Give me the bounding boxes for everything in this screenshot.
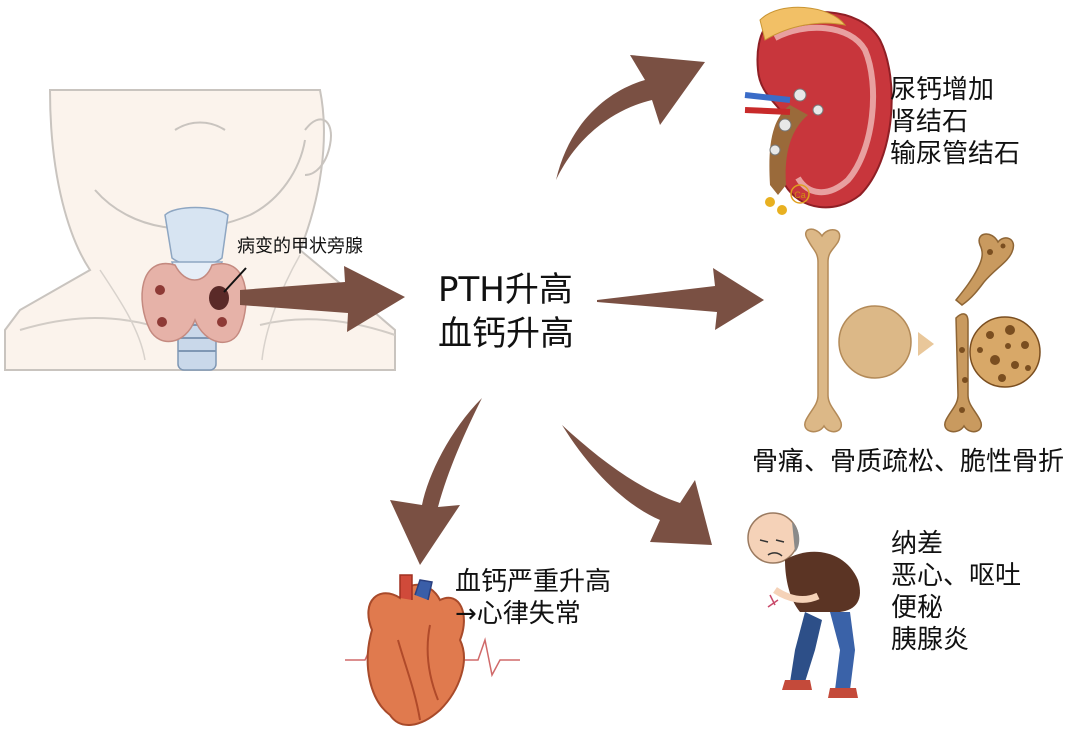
parathyroid-dot <box>155 285 165 295</box>
kidney-effect-1: 尿钙增加 <box>890 75 995 105</box>
broken-bone-bottom <box>944 313 983 433</box>
arrow-to-center <box>240 266 405 332</box>
center-line-1: PTH升高 <box>438 270 573 310</box>
gi-effect-3: 便秘 <box>891 593 944 623</box>
patient-illustration <box>747 512 860 698</box>
heart-effect-1: 血钙严重升高 <box>455 567 612 597</box>
kidney-illustration: Ca <box>744 6 893 215</box>
gland-label: 病变的甲状旁腺 <box>237 236 363 257</box>
kidney-effects: 尿钙增加 肾结石 输尿管结石 <box>890 74 1020 170</box>
thyroid-gland <box>141 262 247 344</box>
healthy-bone-cross-section <box>838 305 912 379</box>
patient-shirt <box>785 551 860 612</box>
bone-illustration <box>804 228 1041 433</box>
healthy-bone <box>804 228 843 433</box>
center-label: PTH升高 血钙升高 <box>438 268 574 356</box>
kidney-effect-2: 肾结石 <box>890 107 969 137</box>
heart-illustration <box>345 574 520 727</box>
broken-bone-top <box>954 233 1015 306</box>
gi-effect-1: 纳差 <box>891 529 944 559</box>
gi-effect-2: 恶心、呕吐 <box>891 561 1022 591</box>
parathyroid-dot <box>157 317 167 327</box>
parathyroid-dot <box>217 317 227 327</box>
bone-caption: 骨痛、骨质疏松、脆性骨折 <box>752 447 1065 477</box>
heart-effects: 血钙严重升高 →心律失常 <box>455 566 611 630</box>
arrow-to-kidney <box>556 55 705 180</box>
arrow-to-heart <box>390 398 482 565</box>
patient-head <box>747 512 799 564</box>
center-line-2: 血钙升高 <box>438 314 574 354</box>
kidney-effect-3: 输尿管结石 <box>890 139 1021 169</box>
kidney-ca-symbol: Ca <box>794 190 806 200</box>
arrow-to-bone <box>597 268 764 330</box>
arrow-to-patient <box>562 425 712 545</box>
gi-effect-4: 胰腺炎 <box>891 625 970 655</box>
progression-triangle <box>918 332 934 356</box>
gi-effects: 纳差 恶心、呕吐 便秘 胰腺炎 <box>891 528 1021 656</box>
gland-pointer-line <box>223 267 247 293</box>
heart-effect-2: →心律失常 <box>455 599 581 629</box>
arrows <box>240 55 764 565</box>
